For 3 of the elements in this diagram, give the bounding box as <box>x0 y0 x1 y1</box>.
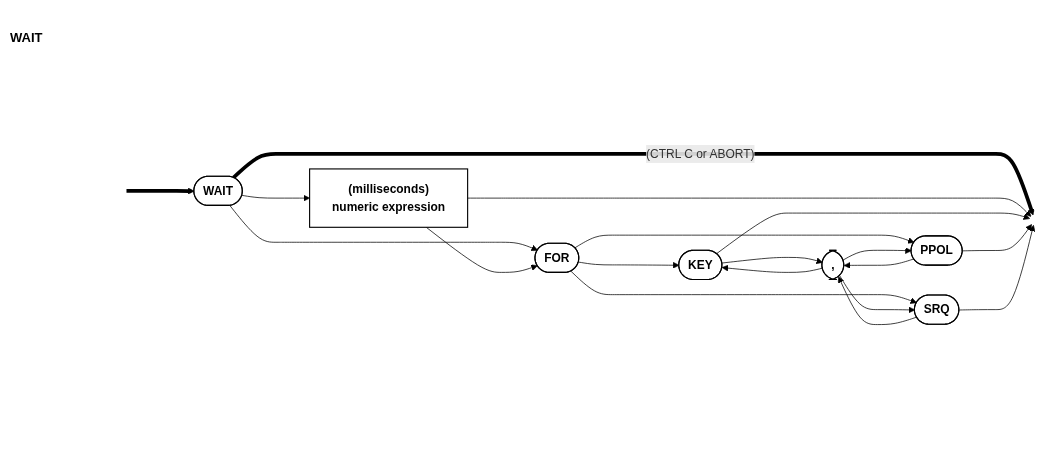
edge-label: (CTRL C or ABORT) <box>646 146 755 160</box>
syntax-keyword-label: WAIT <box>10 30 44 45</box>
node-box: (milliseconds) numeric expression <box>309 168 469 228</box>
